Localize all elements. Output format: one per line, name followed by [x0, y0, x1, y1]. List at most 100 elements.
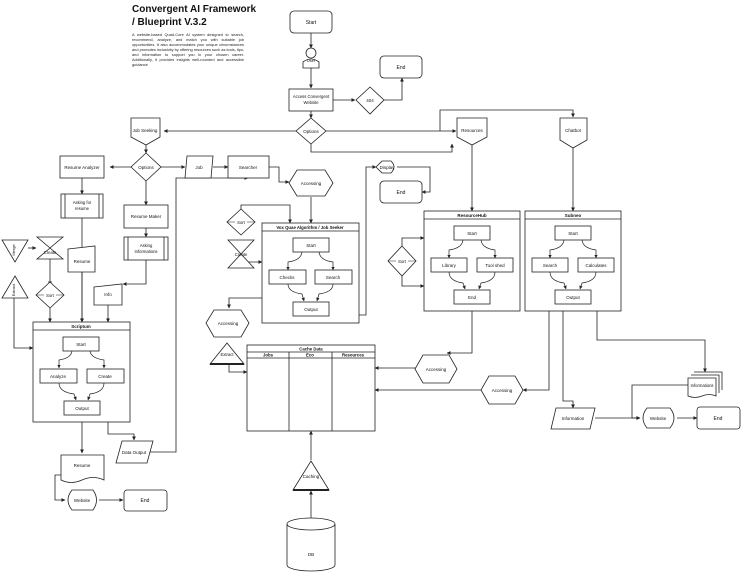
node-create-mid: Create [227, 239, 255, 269]
edge-extractmid-cache [228, 364, 248, 374]
node-informations-doc: Informations [687, 371, 723, 398]
svg-text:Website: Website [303, 100, 319, 105]
svg-text:Output: Output [75, 406, 89, 411]
node-404: 404 [355, 86, 385, 115]
svg-text:End: End [141, 498, 150, 504]
svg-text:Sort: Sort [46, 293, 55, 298]
edge-display-end [397, 166, 431, 194]
svg-text:Display: Display [380, 165, 396, 170]
svg-text:Data Output: Data Output [122, 450, 147, 455]
edge-askinginfo-info [122, 260, 147, 286]
node-asking-info: Asking Informations [123, 236, 169, 261]
edge-subneo-accessing [522, 311, 550, 392]
svg-text:Checks: Checks [279, 275, 295, 280]
edge-informations-website [631, 384, 688, 420]
node-caching: Caching [292, 460, 330, 491]
svg-text:Chatbot: Chatbot [565, 128, 582, 133]
node-resources: Resources [456, 117, 488, 146]
svg-text:Subneo: Subneo [565, 213, 582, 218]
node-accessing-top: Accessing [288, 169, 334, 197]
node-end-top: End [379, 55, 423, 79]
svg-text:Start: Start [76, 342, 86, 347]
svg-text:Resources: Resources [342, 353, 365, 358]
svg-text:Accessing: Accessing [218, 321, 239, 326]
edge-subneo-information [562, 311, 575, 409]
node-options-sub: Options [130, 152, 162, 182]
svg-text:Resume: Resume [74, 259, 91, 264]
svg-text:Output: Output [566, 295, 580, 300]
svg-text:Create: Create [44, 250, 57, 255]
svg-text:DB: DB [308, 552, 314, 557]
box-scriptum: Scriptum Start Analyze Create Output [32, 321, 131, 423]
box-resourcehub: ResourceHub Start Library Tool shed End [423, 210, 521, 312]
edge-404-end [384, 77, 404, 101]
svg-text:Access Convergent: Access Convergent [293, 94, 330, 99]
node-resume-bottom: Resume [60, 454, 105, 483]
node-searcher: Searcher [227, 155, 270, 179]
title-line-2: / Blueprint V.3.2 [132, 17, 207, 28]
node-user: User [302, 47, 320, 69]
svg-text:Options: Options [138, 165, 154, 170]
svg-text:Resume Analyzer: Resume Analyzer [64, 165, 100, 170]
svg-text:Resume Maker: Resume Maker [131, 214, 162, 219]
node-options-main: Options [295, 117, 327, 145]
svg-text:Sort: Sort [398, 259, 407, 264]
node-start-main: Start [289, 10, 333, 34]
edge-subneo-informations [596, 311, 707, 373]
edge-resourcehub-accessing [446, 311, 473, 355]
svg-text:Resume: Resume [74, 463, 91, 468]
svg-text:Output: Output [304, 307, 318, 312]
node-info: Info [93, 283, 123, 306]
svg-text:Calculates: Calculates [585, 263, 607, 268]
svg-text:Informations: Informations [690, 383, 713, 388]
node-accessing-right: Accessing [480, 375, 524, 405]
node-sort-left: Sort [35, 281, 65, 309]
svg-text:Create: Create [235, 252, 248, 257]
svg-text:Website: Website [74, 498, 91, 503]
svg-text:End: End [468, 295, 477, 300]
edge-options-display [310, 143, 454, 153]
table-cache-data: Cache Data Jobs Eco Resources [246, 344, 376, 432]
node-end-bottom: End [123, 489, 168, 512]
node-merge-left: Merge [1, 239, 29, 263]
svg-text:Information: Information [562, 416, 585, 421]
svg-text:Accessing: Accessing [426, 367, 447, 372]
node-resume-maker: Resume Maker [123, 204, 169, 229]
node-db: DB [286, 517, 336, 572]
node-extract-mid: Extract [209, 342, 245, 365]
svg-text:End: End [397, 190, 406, 196]
svg-text:ResourceHub: ResourceHub [457, 213, 487, 218]
svg-text:Eco: Eco [306, 353, 314, 358]
svg-text:Start: Start [568, 231, 578, 236]
svg-text:Caching: Caching [303, 474, 320, 479]
svg-text:Start: Start [306, 243, 316, 248]
svg-text:End: End [714, 416, 723, 422]
svg-text:resume: resume [75, 206, 90, 211]
svg-text:Job: Job [195, 165, 203, 170]
edge-extract-scriptum [13, 298, 34, 350]
svg-text:Vox Quae Algorithm / Job Seeke: Vox Quae Algorithm / Job Seeker [276, 225, 344, 230]
node-chatbot: Chatbot [559, 117, 588, 149]
node-resume-doc: Resume [67, 245, 96, 273]
svg-text:Options: Options [303, 129, 319, 134]
svg-text:Create: Create [98, 374, 112, 379]
svg-text:Info: Info [104, 292, 112, 297]
svg-text:Tool shed: Tool shed [485, 263, 505, 268]
svg-text:Sort: Sort [237, 220, 246, 225]
edge-sortright-resourcehub2 [401, 275, 425, 288]
node-website-bottom: Website [67, 489, 97, 511]
edge-sortright-resourcehub [401, 236, 425, 246]
svg-text:Job Seeking: Job Seeking [133, 128, 158, 133]
svg-text:Merge: Merge [11, 244, 16, 256]
node-resume-analyzer: Resume Analyzer [59, 155, 105, 179]
svg-text:Analyze: Analyze [50, 374, 67, 379]
edge-options-chatbot [439, 109, 575, 131]
node-sort-mid: Sort [226, 208, 256, 236]
svg-text:Jobs: Jobs [263, 353, 274, 358]
svg-text:Scriptum: Scriptum [71, 324, 91, 329]
svg-text:User: User [307, 58, 316, 63]
node-end-display: End [379, 180, 423, 204]
edge-scriptum-dataoutput [107, 422, 136, 441]
node-accessing-mid: Accessing [205, 309, 250, 338]
svg-text:Start: Start [467, 231, 477, 236]
